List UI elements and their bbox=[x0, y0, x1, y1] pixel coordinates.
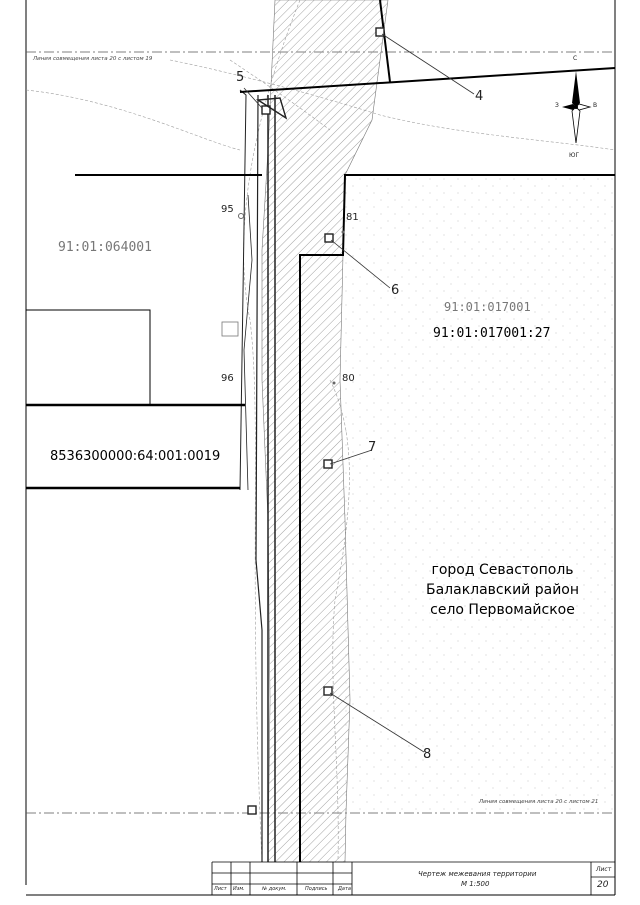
title-block-col-date: Дата bbox=[338, 886, 351, 892]
title-block bbox=[211, 861, 615, 895]
title-block-sheet-number: 20 bbox=[597, 880, 609, 890]
location-district: Балаклавский район bbox=[425, 582, 580, 598]
compass-rose bbox=[562, 71, 592, 144]
parcel-boundary-017001-27 bbox=[299, 174, 615, 862]
parcel-boundary-upper-vertical bbox=[379, 0, 391, 83]
compass-west-label: З bbox=[555, 102, 559, 109]
point-81-dot bbox=[341, 230, 345, 234]
callout-5-label: 5 bbox=[236, 70, 245, 85]
point-81-label: 81 bbox=[346, 212, 359, 223]
title-block-col-sign: Подпись bbox=[305, 886, 328, 892]
marker-bottom bbox=[247, 805, 257, 815]
callout-7-label: 7 bbox=[368, 440, 377, 455]
point-80-label: 80 bbox=[342, 373, 355, 384]
title-block-title: Чертеж межевания территории bbox=[418, 870, 537, 878]
quarter-number-right: 91:01:017001 bbox=[444, 300, 531, 314]
marker-5-triangle bbox=[255, 97, 288, 120]
location-city: город Севастополь bbox=[431, 562, 574, 578]
title-block-sheet-label: Лист bbox=[596, 866, 612, 873]
point-95-dot bbox=[238, 213, 244, 219]
marker-5 bbox=[261, 105, 271, 115]
title-block-scale: М 1:500 bbox=[461, 880, 490, 888]
territory-dots bbox=[345, 175, 615, 810]
marker-6 bbox=[324, 233, 334, 243]
parcel-number-left: 8536300000:64:001:0019 bbox=[50, 449, 221, 464]
point-80-dot bbox=[332, 381, 336, 385]
compass-north-label: С bbox=[573, 55, 578, 62]
parcel-boundary-upper-right bbox=[239, 67, 616, 93]
relief-lines bbox=[25, 0, 616, 863]
match-line-top-label: Линия совмещения листа 20 с листом 19 bbox=[33, 56, 153, 62]
point-95-label: 95 bbox=[221, 204, 234, 215]
point-96-label: 96 bbox=[221, 373, 234, 384]
location-village: село Первомайское bbox=[430, 602, 575, 618]
callout-leaders bbox=[243, 33, 475, 753]
title-block-col-sheet: Лист bbox=[214, 886, 227, 892]
callout-6-label: 6 bbox=[391, 283, 400, 298]
quarter-number-left: 91:01:064001 bbox=[58, 240, 152, 255]
sheet-frame bbox=[25, 0, 616, 896]
location-caption: город Севастополь Балаклавский район сел… bbox=[405, 560, 600, 620]
callout-8-label: 8 bbox=[423, 747, 432, 762]
callout-4-label: 4 bbox=[475, 89, 484, 104]
title-block-col-doc: № докум. bbox=[262, 886, 287, 892]
compass-east-label: В bbox=[593, 102, 598, 109]
match-line-bottom-label: Линия совмещения листа 20 с листом 21 bbox=[479, 799, 599, 805]
marker-7 bbox=[323, 459, 333, 469]
marker-4 bbox=[375, 27, 385, 37]
compass-south-label: ЮГ bbox=[569, 152, 580, 159]
marker-8 bbox=[323, 686, 333, 696]
survey-markers bbox=[247, 27, 385, 815]
title-block-col-change: Изм. bbox=[233, 886, 245, 892]
road-corridor-hatch bbox=[261, 0, 389, 863]
left-structures bbox=[26, 309, 245, 490]
parcel-number-right: 91:01:017001:27 bbox=[433, 326, 551, 341]
